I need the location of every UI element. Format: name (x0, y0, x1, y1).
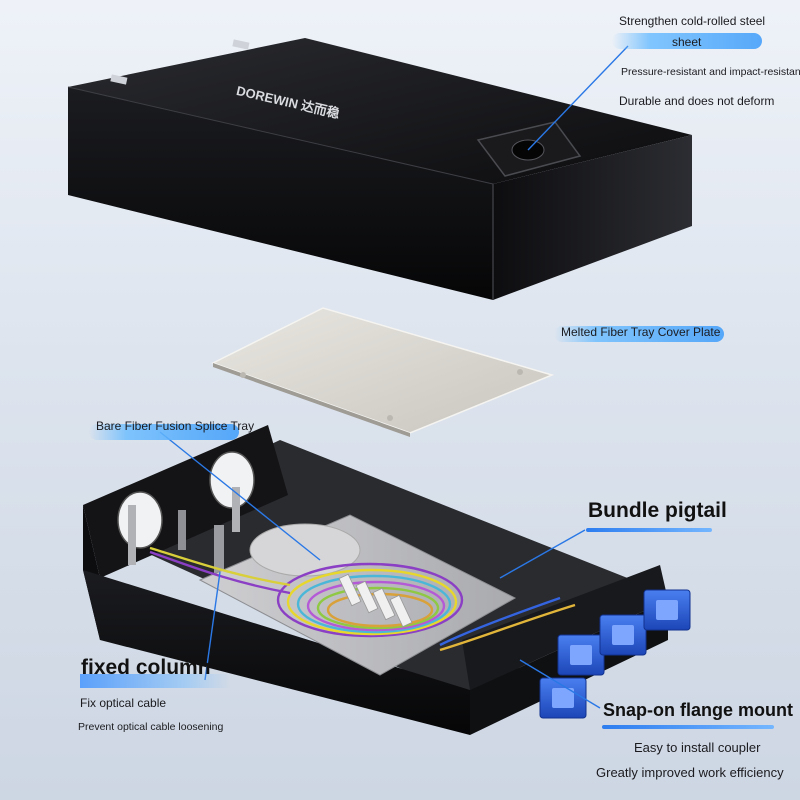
label-steel-line1: Strengthen cold-rolled steel (619, 14, 766, 28)
splice-box-base (83, 425, 668, 735)
label-fix-cable: Fix optical cable (80, 696, 167, 710)
highlight-steel (612, 33, 762, 49)
label-easy: Easy to install coupler (634, 740, 761, 755)
label-cover-plate: Melted Fiber Tray Cover Plate (561, 325, 721, 339)
highlight-splice (89, 424, 239, 440)
label-durable: Durable and does not deform (619, 94, 775, 108)
splice-sleeves (338, 573, 413, 628)
highlight-fixed (80, 674, 230, 688)
cover-plate (211, 307, 555, 437)
label-snap: Snap-on flange mount (603, 700, 793, 720)
label-splice-tray: Bare Fiber Fusion Splice Tray (96, 419, 255, 433)
label-efficiency: Greatly improved work efficiency (596, 765, 784, 780)
callout-lines (159, 45, 629, 709)
label-fixed-column: fixed column (81, 656, 211, 679)
underline-bundle (586, 528, 712, 532)
label-bundle: Bundle pigtail (588, 499, 727, 522)
highlight-cover (554, 326, 724, 342)
label-pressure: Pressure-resistant and impact-resistant (621, 66, 800, 78)
label-prevent: Prevent optical cable loosening (78, 721, 224, 733)
sc-coupler-icon (539, 589, 691, 719)
steel-lid (67, 38, 692, 300)
label-steel-line2: sheet (672, 35, 702, 49)
fiber-coil-icon (149, 546, 576, 652)
underline-snap (602, 725, 774, 729)
